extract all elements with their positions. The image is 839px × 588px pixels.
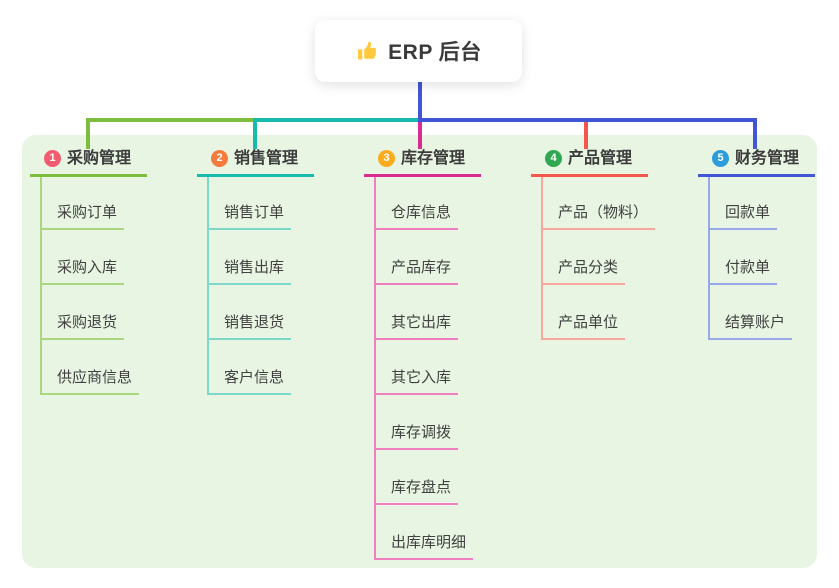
branch-drop-line <box>253 118 257 149</box>
topic-number-badge: 5 <box>712 150 729 167</box>
child-node[interactable]: 采购退货 <box>40 312 125 340</box>
children-trunk-line <box>708 177 710 340</box>
branch-drop-line <box>86 118 90 149</box>
branch-drop-line <box>753 118 757 149</box>
topic-label: 库存管理 <box>401 150 466 167</box>
child-node[interactable]: 供应商信息 <box>40 367 140 395</box>
topic-label: 产品管理 <box>568 150 633 167</box>
child-node[interactable]: 库存盘点 <box>374 477 459 505</box>
child-node[interactable]: 其它入库 <box>374 367 459 395</box>
topic-number-badge: 4 <box>545 150 562 167</box>
child-node[interactable]: 库存调拨 <box>374 422 459 450</box>
child-node[interactable]: 销售出库 <box>207 257 292 285</box>
topic-label: 财务管理 <box>735 150 800 167</box>
child-node[interactable]: 产品分类 <box>541 257 626 285</box>
branch-drop-line <box>418 118 422 149</box>
child-node[interactable]: 结算账户 <box>708 312 793 340</box>
children-trunk-line <box>541 177 543 340</box>
child-node[interactable]: 销售退货 <box>207 312 292 340</box>
child-node[interactable]: 客户信息 <box>207 367 292 395</box>
child-node[interactable]: 产品（物料） <box>541 202 656 230</box>
root-node-title: ERP 后台 <box>388 41 482 64</box>
child-node[interactable]: 出库库明细 <box>374 532 474 560</box>
child-node[interactable]: 付款单 <box>708 257 778 285</box>
child-node[interactable]: 其它出库 <box>374 312 459 340</box>
topic-node-1[interactable]: 1 采购管理 <box>30 147 148 177</box>
topic-node-2[interactable]: 2 销售管理 <box>197 147 315 177</box>
topic-number-badge: 3 <box>378 150 395 167</box>
branch-drop-line <box>584 118 588 149</box>
topic-number-badge: 2 <box>211 150 228 167</box>
topic-number-badge: 1 <box>44 150 61 167</box>
child-node[interactable]: 产品单位 <box>541 312 626 340</box>
child-node[interactable]: 采购入库 <box>40 257 125 285</box>
root-node[interactable]: ERP 后台 <box>315 20 522 82</box>
child-node[interactable]: 回款单 <box>708 202 778 230</box>
top-bar-segment <box>253 118 422 122</box>
root-connector-line <box>418 82 422 122</box>
topic-label: 采购管理 <box>67 150 132 167</box>
child-node[interactable]: 产品库存 <box>374 257 459 285</box>
children-trunk-line <box>40 177 42 395</box>
children-trunk-line <box>374 177 376 560</box>
child-node[interactable]: 仓库信息 <box>374 202 459 230</box>
topic-label: 销售管理 <box>234 150 299 167</box>
topic-node-5[interactable]: 5 财务管理 <box>698 147 816 177</box>
branches-panel <box>22 135 817 568</box>
topic-node-4[interactable]: 4 产品管理 <box>531 147 649 177</box>
child-node[interactable]: 销售订单 <box>207 202 292 230</box>
topic-node-3[interactable]: 3 库存管理 <box>364 147 482 177</box>
thumbs-up-icon <box>355 39 379 63</box>
top-bar-segment <box>86 118 257 122</box>
child-node[interactable]: 采购订单 <box>40 202 125 230</box>
children-trunk-line <box>207 177 209 395</box>
top-bar-segment <box>418 118 757 122</box>
